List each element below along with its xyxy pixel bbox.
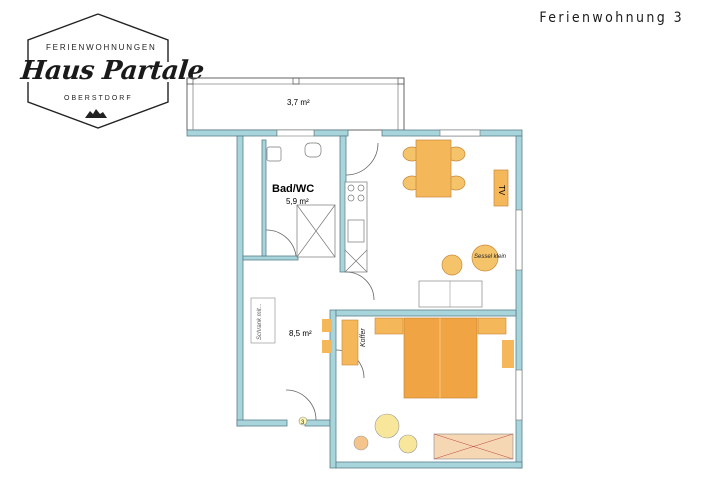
logo-subtitle: FERIENWOHNUNGEN <box>46 43 157 52</box>
chair-label: Sessel klein <box>474 254 507 260</box>
tv-label: TV <box>497 185 506 196</box>
tv-stand <box>493 169 509 207</box>
windows <box>276 129 523 421</box>
side-shelf <box>502 340 514 368</box>
armchair <box>471 244 499 272</box>
entrance-number: 3 <box>301 420 305 426</box>
bathroom-area: 5,9 m² <box>286 197 309 206</box>
page-title: Ferienwohnung 3 <box>539 10 684 26</box>
hexagon-logo-frame <box>27 13 169 129</box>
suitcase-rack <box>341 319 359 366</box>
wardrobe-label: Schrank mit... <box>257 303 263 340</box>
kitchen-sink-icon <box>347 219 365 243</box>
sofa <box>418 280 483 308</box>
kitchen-counter <box>344 181 368 273</box>
bathroom-fixtures <box>266 142 336 258</box>
nightstand-right <box>477 317 507 335</box>
balcony-area: 3,7 m² <box>287 98 310 107</box>
mountain-icon <box>85 109 107 118</box>
hallway-area: 8,5 m² <box>289 329 312 338</box>
stool <box>441 254 463 276</box>
nightstand-left <box>374 317 404 335</box>
dining-table <box>402 139 466 198</box>
balcony <box>186 77 405 131</box>
sink-icon <box>266 146 282 162</box>
suitcase-label: Koffer <box>360 328 367 347</box>
bathroom-name: Bad/WC <box>272 183 314 195</box>
chair <box>398 434 418 454</box>
round-table <box>374 413 400 439</box>
logo-location: OBERSTDORF <box>64 95 133 102</box>
shelf-upper <box>322 319 332 332</box>
wardrobe <box>250 297 276 344</box>
entrance-marker <box>298 416 308 426</box>
toilet-icon <box>304 142 322 158</box>
chair <box>353 435 369 451</box>
shelf-lower <box>322 340 332 353</box>
